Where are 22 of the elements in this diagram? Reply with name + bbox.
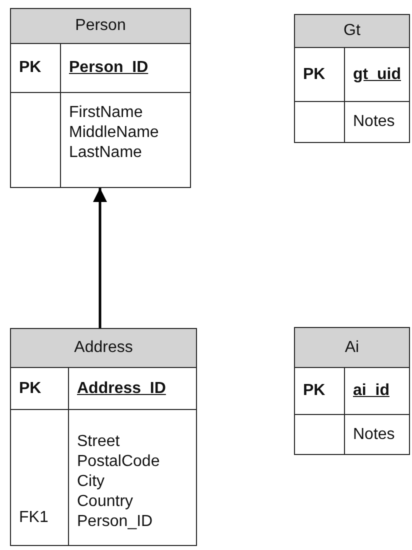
table-name: Address [11, 329, 196, 368]
entity-table [294, 327, 410, 455]
table-name: Person [11, 9, 190, 44]
primary-key-name: gt_uid [353, 66, 402, 84]
primary-key-name: ai_id [353, 382, 390, 400]
attribute-list: Street PostalCode City Country Person_ID [77, 432, 160, 532]
entity-table [10, 8, 191, 188]
attribute-list: Notes [353, 424, 395, 444]
primary-key-name: Address_ID [77, 380, 167, 398]
key-label: PK [303, 64, 326, 84]
attribute-list: FirstName MiddleName LastName [69, 103, 159, 163]
entity-table [294, 14, 410, 143]
primary-key-name: Person_ID [69, 59, 150, 77]
table-name: Gt [295, 15, 409, 48]
entity-table [10, 328, 197, 546]
table-name: Ai [295, 328, 409, 368]
relationship-arrow [93, 188, 107, 328]
key-label: PK [19, 378, 42, 398]
key-label: PK [19, 58, 42, 78]
key-label: FK1 [19, 508, 50, 527]
attribute-list: Notes [353, 112, 395, 132]
key-label: PK [303, 381, 326, 401]
